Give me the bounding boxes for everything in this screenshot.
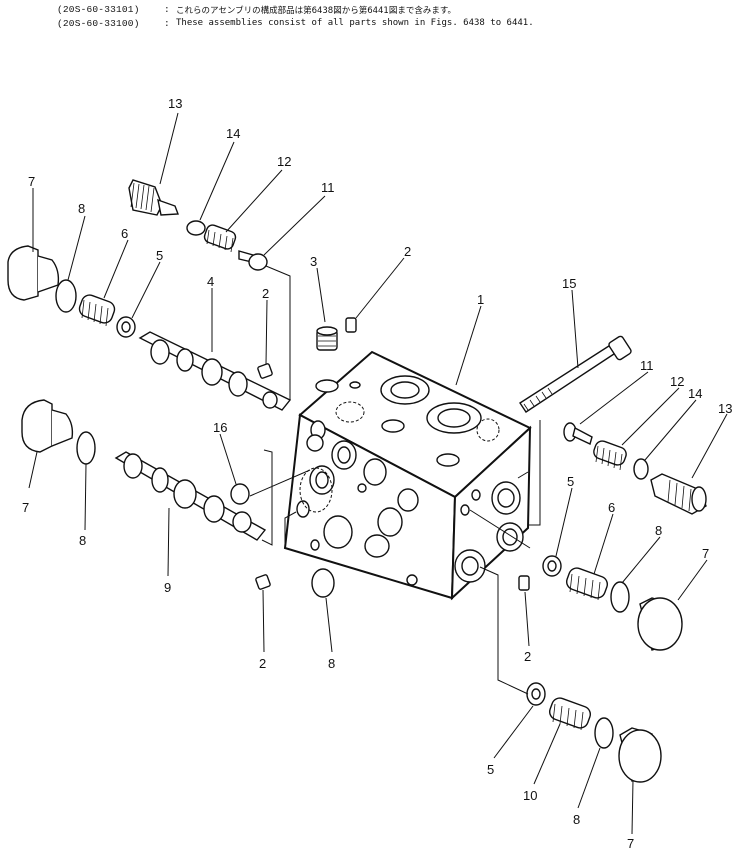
serial-number-1: (20S-60-33101) (57, 4, 140, 15)
callout-2: 2 (259, 656, 266, 671)
leader-lines (28, 112, 728, 835)
callout-2: 2 (524, 649, 531, 664)
bracket-colon-1: : (164, 4, 170, 15)
plug-7-lower-left (21, 399, 74, 453)
callout-16: 16 (213, 420, 227, 435)
callout-numbers: 13 14 12 11 7 8 6 5 4 2 3 2 1 15 11 12 1… (22, 96, 732, 850)
callout-5: 5 (156, 248, 163, 263)
plug-3 (316, 326, 338, 351)
o-ring-16 (230, 483, 250, 505)
callout-8: 8 (328, 656, 335, 671)
plug-7-bottom (618, 727, 662, 783)
o-ring-8-lower-left (76, 431, 96, 465)
callout-11: 11 (321, 180, 335, 195)
callout-8: 8 (573, 812, 580, 827)
o-ring-8-bottom-right (594, 717, 614, 749)
spring-12-left (203, 224, 237, 253)
callout-5: 5 (487, 762, 494, 777)
callout-14: 14 (688, 386, 702, 401)
spring-10 (548, 697, 592, 731)
screw-2-left-upper (257, 363, 273, 379)
o-ring-8-right (610, 581, 630, 613)
plug-7-upper-left (7, 245, 60, 301)
serial-number-2: (20S-60-33100) (57, 18, 140, 29)
plug-13-left (128, 179, 179, 216)
screw-2-right (518, 575, 530, 591)
callout-9: 9 (164, 580, 171, 595)
o-ring-14-left (186, 220, 206, 236)
spring-6-right (565, 567, 609, 601)
assembly-lines (249, 265, 541, 695)
spool-9 (114, 451, 267, 541)
callout-6: 6 (608, 500, 615, 515)
callout-8: 8 (78, 201, 85, 216)
bolt-15 (519, 335, 632, 413)
plug-7-right (637, 597, 683, 651)
header: (20S-60-33101) (20S-60-33100) : : これらのアセ… (0, 0, 736, 40)
screw-2-left-lower (255, 574, 271, 590)
callout-3: 3 (310, 254, 317, 269)
valve-body (283, 350, 532, 601)
plug-13-right (650, 473, 707, 515)
callout-1: 1 (477, 292, 484, 307)
callout-13: 13 (168, 96, 182, 111)
spring-6-left (78, 294, 116, 327)
callout-7: 7 (627, 836, 634, 850)
note-english: These assemblies consist of all parts sh… (176, 18, 534, 28)
callout-10: 10 (523, 788, 537, 803)
callout-13: 13 (718, 401, 732, 416)
note-japanese: これらのアセンブリの構成部品は第6438図から第6441図まで含みます。 (176, 6, 456, 16)
callout-12: 12 (277, 154, 291, 169)
callout-15: 15 (562, 276, 576, 291)
callout-11: 11 (640, 358, 654, 373)
poppet-11-right (563, 422, 593, 445)
o-ring-8-bottom-center (311, 568, 335, 598)
callout-5: 5 (567, 474, 574, 489)
spring-12-right (593, 440, 627, 471)
callout-6: 6 (121, 226, 128, 241)
o-ring-14-right (633, 458, 649, 480)
callout-7: 7 (702, 546, 709, 561)
callout-7: 7 (28, 174, 35, 189)
o-ring-8-upper-left (55, 279, 77, 313)
spool-4 (138, 331, 292, 411)
callout-8: 8 (79, 533, 86, 548)
callout-2: 2 (404, 244, 411, 259)
screw-2-top (345, 317, 357, 333)
callout-7: 7 (22, 500, 29, 515)
bracket-colon-2: : (164, 18, 170, 29)
callout-14: 14 (226, 126, 240, 141)
poppet-11-left (238, 250, 268, 271)
callout-12: 12 (670, 374, 684, 389)
callout-4: 4 (207, 274, 214, 289)
callout-8: 8 (655, 523, 662, 538)
callout-2: 2 (262, 286, 269, 301)
